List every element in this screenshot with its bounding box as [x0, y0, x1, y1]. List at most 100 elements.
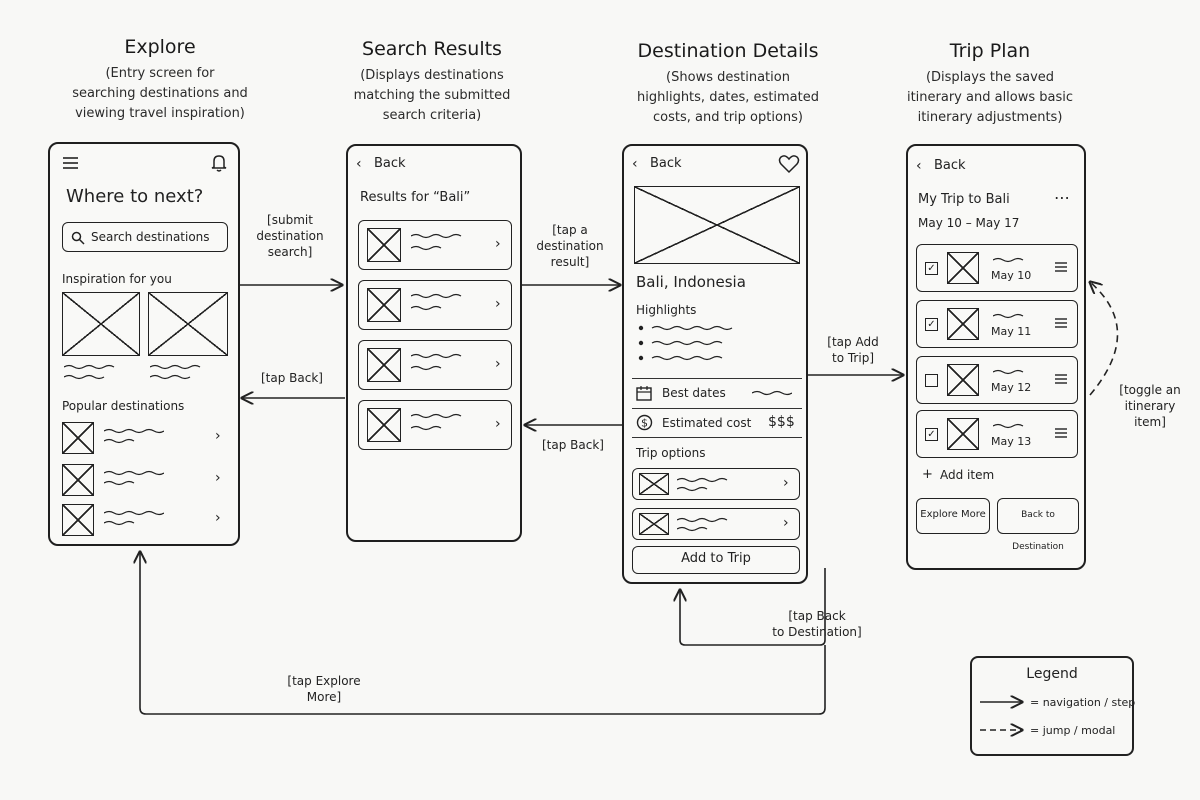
- result-card[interactable]: ›: [358, 400, 512, 450]
- hero-image: [634, 186, 800, 264]
- more-options-icon[interactable]: ⋯: [1054, 188, 1071, 207]
- details-desc: (Shows destination highlights, dates, es…: [608, 68, 848, 128]
- label-toggle-item: [toggle an itinerary item]: [1110, 382, 1190, 430]
- chevron-left-icon: ‹: [632, 156, 638, 172]
- item-thumbnail: [947, 418, 979, 450]
- divider: [632, 378, 802, 379]
- result-card[interactable]: ›: [358, 220, 512, 270]
- checkbox[interactable]: ✓: [925, 318, 938, 331]
- search-placeholder: Search destinations: [91, 230, 210, 244]
- calendar-icon: [636, 386, 652, 401]
- result-thumbnail: [367, 288, 401, 322]
- placeholder-text: [993, 369, 1024, 375]
- inspiration-image-1[interactable]: [62, 292, 140, 356]
- placeholder-text: [411, 293, 462, 299]
- label-tap-add: [tap Add to Trip]: [815, 334, 891, 366]
- arrow-back-to-destination: [680, 568, 826, 646]
- itinerary-item[interactable]: ✓ May 11: [916, 300, 1078, 348]
- add-to-trip-button[interactable]: Add to Trip: [632, 546, 800, 574]
- result-card[interactable]: ›: [358, 340, 512, 390]
- search-icon: [71, 231, 85, 245]
- trip-option-card[interactable]: ›: [632, 468, 800, 500]
- desc-line: (Shows destination: [666, 70, 790, 85]
- checkbox[interactable]: [925, 374, 938, 387]
- popular-label: Popular destinations: [62, 399, 185, 413]
- destination-thumbnail: [62, 464, 94, 496]
- label-line: search]: [267, 245, 313, 259]
- label-explore-more: [tap Explore More]: [272, 673, 376, 705]
- placeholder-text: [104, 428, 164, 434]
- inspiration-label: Inspiration for you: [62, 272, 172, 286]
- back-label: Back: [934, 158, 966, 173]
- itinerary-item[interactable]: ✓ May 10: [916, 244, 1078, 292]
- highlights-label: Highlights: [636, 303, 697, 317]
- highlight-bullets: [638, 325, 733, 361]
- results-desc: (Displays destinations matching the subm…: [322, 66, 542, 126]
- estimated-cost-label: Estimated cost: [662, 416, 752, 430]
- result-card[interactable]: ›: [358, 280, 512, 330]
- bell-icon[interactable]: [210, 153, 228, 173]
- back-label: Back: [650, 156, 682, 171]
- label-line: result]: [550, 255, 590, 269]
- desc-line: matching the submitted: [353, 88, 511, 103]
- placeholder-text: [411, 233, 462, 239]
- itinerary-item[interactable]: ✓ May 13: [916, 410, 1078, 458]
- label-line: [toggle an: [1119, 383, 1181, 397]
- chevron-right-icon: ›: [495, 296, 501, 312]
- drag-handle-icon[interactable]: [1055, 317, 1067, 329]
- back-to-destination-button[interactable]: Back to Destination: [997, 498, 1079, 552]
- results-screen: ‹ Back Results for “Bali” › › › ›: [346, 144, 522, 542]
- inspiration-image-2[interactable]: [148, 292, 228, 356]
- checkbox[interactable]: ✓: [925, 262, 938, 275]
- explore-screen: Where to next? Search destinations Inspi…: [48, 142, 240, 546]
- label-line: destination: [536, 239, 604, 253]
- plan-title: Trip Plan: [949, 40, 1031, 62]
- placeholder-text: [104, 510, 164, 516]
- desc-line: itinerary adjustments): [917, 110, 1063, 125]
- legend-title: Legend: [1026, 666, 1078, 682]
- item-thumbnail: [947, 308, 979, 340]
- item-date: May 13: [991, 435, 1032, 448]
- heart-icon[interactable]: [778, 154, 800, 174]
- list-item[interactable]: ›: [50, 502, 240, 540]
- list-item[interactable]: ›: [50, 462, 240, 500]
- result-thumbnail: [367, 348, 401, 382]
- legend-solid-label: = navigation / step: [1030, 696, 1136, 709]
- placeholder-text: [411, 353, 462, 359]
- chevron-right-icon: ›: [215, 470, 221, 486]
- label-tap-back-2: [tap Back]: [533, 437, 613, 453]
- explore-title: Explore: [124, 36, 196, 58]
- trip-dates: May 10 – May 17: [918, 216, 1020, 230]
- drag-handle-icon[interactable]: [1055, 373, 1067, 385]
- itinerary-item[interactable]: May 12: [916, 356, 1078, 404]
- search-input[interactable]: Search destinations: [62, 222, 228, 252]
- add-item-label: Add item: [940, 468, 995, 482]
- explore-more-button[interactable]: Explore More: [916, 498, 990, 534]
- desc-line: searching destinations and: [72, 86, 248, 101]
- placeholder-text: [104, 520, 135, 526]
- label-line: item]: [1134, 415, 1166, 429]
- chevron-left-icon: ‹: [916, 158, 922, 174]
- chevron-right-icon: ›: [783, 515, 789, 531]
- placeholder-text: [150, 364, 201, 370]
- checkbox[interactable]: ✓: [925, 428, 938, 441]
- drag-handle-icon[interactable]: [1055, 427, 1067, 439]
- trip-option-card[interactable]: ›: [632, 508, 800, 540]
- destination-thumbnail: [62, 504, 94, 536]
- results-title: Search Results: [362, 38, 502, 60]
- placeholder-text: [411, 245, 442, 251]
- hamburger-menu-icon[interactable]: [62, 156, 80, 170]
- item-date: May 12: [991, 381, 1032, 394]
- label-line: [tap Back: [788, 609, 846, 623]
- plus-icon: +: [922, 467, 933, 482]
- label-tap-result: [tap a destination result]: [530, 222, 610, 270]
- placeholder-text: [677, 477, 728, 483]
- best-dates-label: Best dates: [662, 386, 726, 400]
- label-tap-back-1: [tap Back]: [252, 370, 332, 386]
- desc-line: itinerary and allows basic: [906, 90, 1074, 105]
- drag-handle-icon[interactable]: [1055, 261, 1067, 273]
- legend: Legend = navigation / step = jump / moda…: [970, 656, 1136, 756]
- label-line: to Destination]: [772, 625, 862, 639]
- list-item[interactable]: ›: [50, 420, 240, 458]
